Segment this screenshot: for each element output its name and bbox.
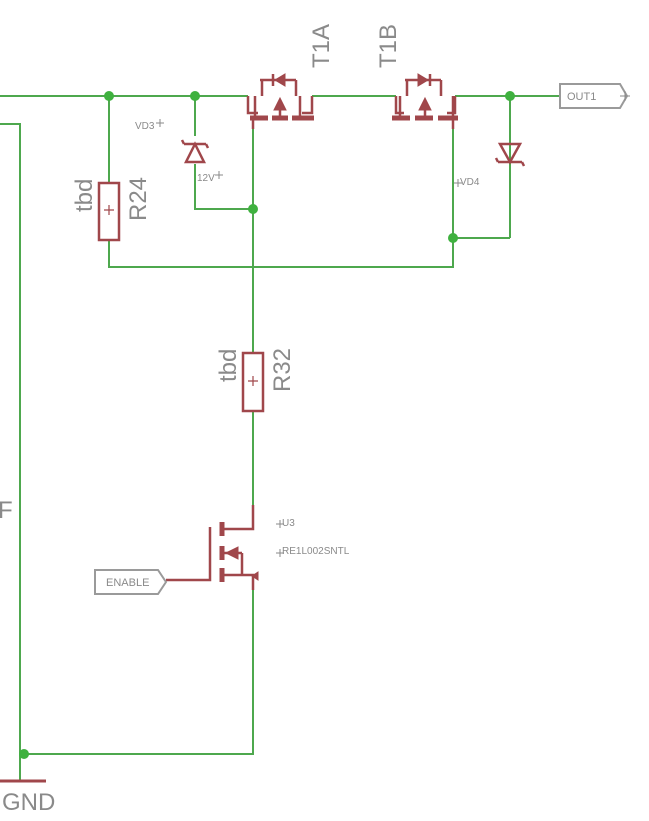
vd3-zener-symbol bbox=[180, 139, 210, 164]
vd4-zener-symbol bbox=[494, 142, 526, 167]
vd4-name-label: VD4 bbox=[460, 177, 480, 188]
t1b-label: T1B bbox=[375, 24, 402, 68]
junction-t1b-gate bbox=[448, 233, 458, 243]
junction-out1 bbox=[505, 91, 515, 101]
junction-r24-top bbox=[104, 91, 114, 101]
r32-resistor-symbol bbox=[241, 351, 265, 413]
wire-left-gnd-vertical bbox=[0, 123, 21, 754]
wire-u3-source-gnd bbox=[19, 590, 254, 780]
r32-value-label: tbd bbox=[215, 349, 242, 382]
u3-mosfet-symbol bbox=[166, 505, 259, 590]
out1-port: OUT1 bbox=[559, 83, 630, 109]
r24-resistor-symbol bbox=[97, 181, 121, 242]
wire-vd3-bottom bbox=[194, 164, 253, 210]
t1a-mosfet-symbol bbox=[246, 73, 314, 129]
left-fragment-label: F bbox=[0, 497, 13, 524]
t1b-mosfet-symbol bbox=[392, 73, 458, 129]
junction-vd3-top bbox=[190, 91, 200, 101]
enable-port-label: ENABLE bbox=[106, 577, 149, 589]
vd3-value-label: 12V bbox=[197, 173, 215, 184]
u3-value-label: RE1L002SNTL bbox=[282, 546, 350, 557]
gnd-label: GND bbox=[2, 789, 55, 816]
r32-name-label: R32 bbox=[269, 348, 296, 392]
junction-gate-node bbox=[248, 204, 258, 214]
labels: T1A T1B tbd R24 tbd R32 VD3 12V VD4 U3 R… bbox=[0, 24, 480, 816]
wire-r24-bottom bbox=[108, 238, 454, 268]
vd3-name-label: VD3 bbox=[135, 121, 155, 132]
r24-value-label: tbd bbox=[71, 179, 98, 212]
r24-name-label: R24 bbox=[125, 177, 152, 221]
out1-port-label: OUT1 bbox=[567, 91, 596, 103]
junction-gnd bbox=[19, 749, 29, 759]
u3-name-label: U3 bbox=[282, 518, 295, 529]
t1a-label: T1A bbox=[308, 24, 335, 68]
enable-port: ENABLE bbox=[94, 569, 168, 595]
junctions bbox=[19, 91, 515, 759]
